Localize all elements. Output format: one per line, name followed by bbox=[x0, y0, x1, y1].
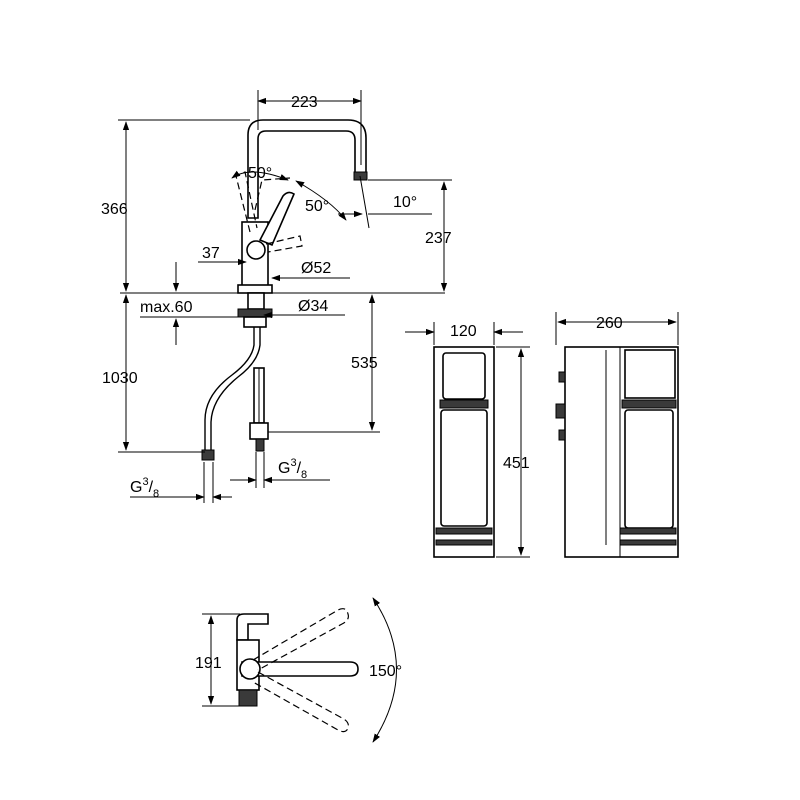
mounting-nut bbox=[237, 308, 273, 318]
filter-front-view: 120 451 bbox=[405, 322, 530, 558]
lever-pivot bbox=[246, 240, 266, 260]
dim-spout-reach: 223 bbox=[291, 94, 318, 111]
top-view-spout-ghost-upper bbox=[252, 608, 349, 671]
top-view-lever bbox=[236, 613, 269, 641]
dim-connection-depth: 535 bbox=[351, 355, 378, 372]
filter-front-cartridge bbox=[440, 409, 488, 527]
faucet-base bbox=[237, 284, 273, 294]
dim-hose-length: 1030 bbox=[102, 370, 138, 387]
top-view-spout-ghost-lower bbox=[252, 671, 349, 733]
filter-side-cartridge bbox=[624, 409, 674, 529]
faucet-lever bbox=[258, 191, 295, 247]
mounting-shank bbox=[247, 292, 265, 310]
faucet-top-view: 191 150° bbox=[195, 597, 402, 743]
top-view-base-dark bbox=[238, 689, 258, 707]
dim-max-deck: max.60 bbox=[140, 299, 193, 316]
hose-end-left bbox=[201, 449, 215, 461]
dim-thread-left: G3/8 bbox=[130, 476, 159, 500]
top-view-spout bbox=[241, 661, 359, 677]
mounting-washer bbox=[243, 316, 267, 328]
dim-swivel-angle: 50° bbox=[305, 198, 329, 215]
dim-thread-right: G3/8 bbox=[278, 457, 307, 481]
flexible-hose bbox=[204, 327, 255, 452]
filter-side-tab-bottom bbox=[558, 429, 566, 441]
faucet-dimensions: 223 366 237 50° 50° 10° 37 Ø52 Ø34 max. bbox=[101, 90, 452, 503]
dim-filter-width: 120 bbox=[450, 323, 477, 340]
dim-total-height: 366 bbox=[101, 201, 128, 218]
dim-rotation-angle: 150° bbox=[369, 663, 402, 680]
filter-side-foot bbox=[619, 539, 677, 546]
lever-ghost-left bbox=[235, 171, 258, 233]
dim-spout-tilt: 10° bbox=[393, 194, 417, 211]
dim-top-depth: 191 bbox=[195, 655, 222, 672]
filter-front-window bbox=[442, 352, 486, 400]
filter-side-connector bbox=[555, 403, 566, 419]
filter-front-band bbox=[435, 527, 493, 535]
dim-hole-diameter: Ø34 bbox=[298, 298, 328, 315]
filter-side-band bbox=[619, 527, 677, 535]
valve-nut bbox=[255, 438, 265, 452]
lever-ghost-right bbox=[265, 235, 303, 253]
flexible-hose-inner bbox=[210, 327, 261, 452]
dim-base-diameter: Ø52 bbox=[301, 260, 331, 277]
filter-side-slot bbox=[621, 399, 677, 409]
filter-front-foot bbox=[435, 539, 493, 546]
dim-lever-angle: 50° bbox=[248, 165, 272, 182]
valve-block bbox=[249, 422, 269, 440]
filter-side-head bbox=[624, 349, 676, 399]
dim-filter-height: 451 bbox=[503, 455, 530, 472]
filter-side-view: 260 bbox=[555, 312, 679, 558]
dim-spout-height: 237 bbox=[425, 230, 452, 247]
dim-lever-offset: 37 bbox=[202, 245, 220, 262]
filter-side-tab-top bbox=[558, 371, 566, 383]
faucet-side-view bbox=[120, 119, 445, 461]
filter-front-slot bbox=[439, 399, 489, 409]
dim-filter-depth: 260 bbox=[596, 315, 623, 332]
